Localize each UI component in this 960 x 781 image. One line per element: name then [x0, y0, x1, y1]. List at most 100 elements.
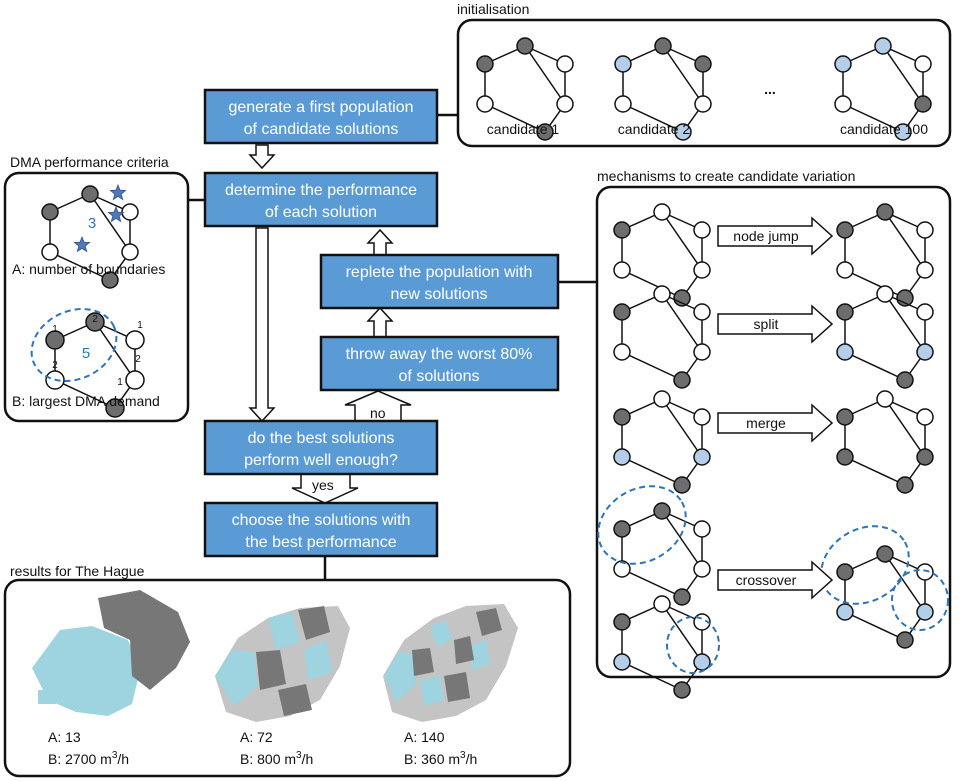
graph-node — [874, 37, 892, 55]
map-3-boundaries: A: 140 — [404, 729, 445, 745]
graph-node — [613, 303, 631, 321]
graph-node — [693, 303, 711, 321]
graph-edge — [661, 510, 703, 570]
graph-node — [914, 95, 932, 113]
graph-node — [653, 203, 671, 221]
boundary-star-icons — [73, 183, 127, 253]
arrow-generate-to-determine — [248, 144, 276, 170]
graph-edge — [661, 293, 703, 353]
graph-node — [834, 95, 852, 113]
graph-node — [654, 37, 672, 55]
graph-node — [536, 123, 554, 141]
graph-node — [101, 271, 119, 289]
network-graph — [614, 37, 712, 141]
svg-text:throw away the worst 80%: throw away the worst 80% — [346, 346, 533, 363]
graph-edge — [621, 661, 683, 691]
graph-node — [693, 520, 711, 538]
node-jump-arrow: node jump — [717, 216, 834, 256]
hague-map-1 — [32, 590, 190, 716]
svg-text:determine the performance: determine the performance — [225, 182, 417, 199]
graph-edge — [622, 103, 684, 133]
graph-node — [834, 55, 852, 73]
svg-text:2: 2 — [52, 360, 58, 371]
svg-text:the best performance: the best performance — [245, 534, 396, 551]
graph-node — [614, 55, 632, 73]
graph-edge — [842, 103, 904, 133]
split-arrow: split — [717, 304, 834, 344]
graph-node — [613, 261, 631, 279]
graph-node — [556, 95, 574, 113]
graph-edge — [661, 211, 703, 271]
connectors — [188, 113, 600, 580]
merge-arrow: merge — [717, 403, 834, 443]
graph-node — [614, 95, 632, 113]
graph-node — [613, 221, 631, 239]
graph-node — [876, 545, 894, 563]
criteria-a-label: A: number of boundaries — [12, 261, 165, 277]
graph-node — [836, 448, 854, 466]
graph-edge — [621, 456, 683, 486]
graph-edge — [524, 45, 566, 105]
graph-node — [516, 37, 534, 55]
arrow-no — [344, 390, 412, 422]
graph-edge — [621, 351, 683, 381]
svg-text:of solutions: of solutions — [399, 368, 480, 385]
svg-text:new solutions: new solutions — [391, 286, 488, 303]
graph-edge — [882, 45, 924, 105]
dma-dashed-outline — [30, 308, 118, 382]
step-throw: throw away the worst 80% of solutions — [319, 335, 560, 392]
graph-edge — [484, 103, 546, 133]
criteria-b-graph: 1 2 2 1 2 1 — [30, 308, 145, 418]
graph-node — [836, 408, 854, 426]
graph-node — [896, 631, 914, 649]
graph-edge — [621, 568, 683, 598]
graph-node — [876, 285, 894, 303]
svg-text:2: 2 — [135, 354, 141, 365]
network-graph — [613, 203, 711, 307]
graph-node — [673, 371, 691, 389]
candidate-ellipsis: ... — [764, 81, 776, 97]
graph-node — [836, 563, 854, 581]
graph-node — [836, 343, 854, 361]
svg-text:1: 1 — [117, 377, 123, 388]
graph-node — [81, 185, 99, 203]
map-3-demand: B: 360 m3/h — [404, 750, 477, 767]
graph-node — [613, 520, 631, 538]
graph-edge — [884, 398, 926, 458]
map-2-demand: B: 800 m3/h — [240, 750, 313, 767]
arrow-replete-to-determine — [366, 228, 394, 256]
svg-text:merge: merge — [746, 415, 786, 431]
graph-node — [556, 55, 574, 73]
network-graph — [613, 502, 711, 606]
network-graph — [613, 595, 711, 699]
mechanisms-title: mechanisms to create candidate variation — [597, 168, 855, 184]
svg-text:1: 1 — [52, 324, 58, 335]
graph-edge — [54, 379, 116, 409]
graph-node — [653, 390, 671, 408]
graph-node — [836, 221, 854, 239]
network-graph — [613, 390, 711, 494]
graph-edge — [94, 321, 136, 381]
hague-map-3 — [383, 604, 518, 722]
candidate-2-label: candidate 2 — [618, 121, 691, 137]
graph-edge — [884, 553, 926, 613]
graph-node — [613, 613, 631, 631]
network-graph — [836, 545, 934, 649]
largest-demand-value: 5 — [82, 345, 90, 362]
graph-node — [41, 243, 59, 261]
mechanism-arrows: node jump split merge crossover — [717, 216, 834, 600]
graph-edge — [661, 398, 703, 458]
initialisation-panel — [456, 18, 952, 148]
graph-edge — [621, 269, 683, 299]
step-replete: replete the population with new solution… — [319, 253, 560, 310]
graph-node — [894, 123, 912, 141]
boundaries-count: 3 — [88, 215, 96, 232]
svg-text:perform well enough?: perform well enough? — [244, 452, 398, 469]
map-2-boundaries: A: 72 — [240, 729, 273, 745]
graph-node — [916, 603, 934, 621]
network-graph — [45, 312, 145, 418]
graph-node — [916, 408, 934, 426]
graph-node — [876, 390, 894, 408]
map-1-region-grey — [98, 590, 190, 690]
